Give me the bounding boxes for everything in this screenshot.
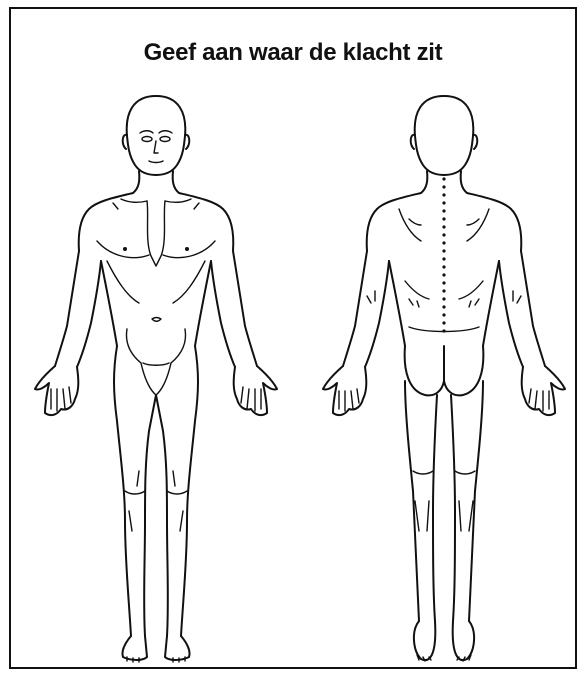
human-body-back-icon[interactable] — [309, 91, 579, 666]
diagram-frame: Geef aan waar de klacht zit — [9, 7, 577, 669]
human-body-front-icon[interactable] — [21, 91, 291, 666]
spine-dots — [442, 177, 445, 332]
diagram-title: Geef aan waar de klacht zit — [11, 39, 575, 67]
